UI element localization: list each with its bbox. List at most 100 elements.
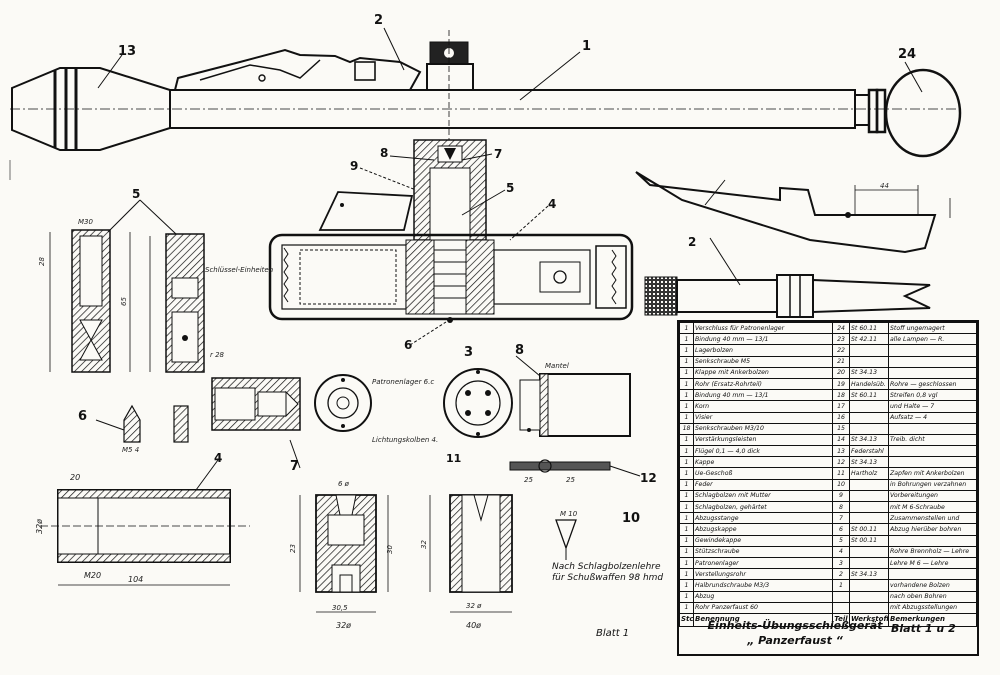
parts-cell-norm <box>849 512 889 525</box>
parts-cell-name: Verschluss für Patronenlager <box>693 321 833 335</box>
parts-cell-nr: 12 <box>832 456 850 469</box>
note-line-1: Nach Schlagbolzenlehre <box>552 562 661 572</box>
parts-cell-name: Schlagbolzen mit Mutter <box>693 489 833 503</box>
drawing-label: 7 <box>290 459 299 474</box>
parts-cell-norm: St 34.13 <box>849 456 889 469</box>
parts-cell-rem: Zapfen mit Ankerbolzen <box>888 467 977 480</box>
parts-cell-norm: Handelsüb. <box>849 377 889 391</box>
parts-cell-rem <box>888 445 977 458</box>
parts-cell-nr: 8 <box>832 500 850 514</box>
parts-cell-name: Visier <box>693 411 833 424</box>
parts-cell-norm <box>849 344 889 357</box>
parts-cell-name: Verstellungsrohr <box>693 568 833 581</box>
drawing-label: 4 <box>548 197 556 211</box>
parts-cell-name: Patronenlager <box>693 556 833 570</box>
parts-cell-norm <box>849 545 889 558</box>
parts-cell-nr: 3 <box>832 556 850 570</box>
parts-cell-nr <box>832 590 850 603</box>
callout-13: 13 <box>118 44 136 59</box>
parts-cell-nr: 14 <box>832 433 850 447</box>
parts-cell-name: Bindung 40 mm — 13/1 <box>693 389 833 402</box>
parts-cell-rem: Streifen 0,8 vgl <box>888 389 977 402</box>
parts-cell-norm: St 42.11 <box>849 333 889 346</box>
parts-header-no: Stck <box>679 612 694 627</box>
parts-cell-norm: St 34.13 <box>849 568 889 581</box>
parts-cell-no: 1 <box>679 411 694 424</box>
parts-cell-nr: 17 <box>832 400 850 413</box>
drawing-label: 3 <box>464 345 473 360</box>
parts-cell-norm: St 60.11 <box>849 389 889 402</box>
drawing-label: 12 <box>640 471 657 485</box>
drawing-label: 32ø <box>35 519 44 534</box>
parts-cell-nr: 22 <box>832 344 850 357</box>
parts-cell-norm <box>849 422 889 435</box>
drawing-label: 65 <box>120 297 128 306</box>
parts-cell-norm: St 60.11 <box>849 321 889 335</box>
drawing-label: 6 ø <box>338 480 350 488</box>
parts-cell-name: Bindung 40 mm — 13/1 <box>693 333 833 346</box>
drawing-label: 6 <box>404 338 412 352</box>
parts-cell-name: Rohr Panzerfaust 60 <box>693 601 833 614</box>
parts-cell-no: 1 <box>679 579 694 592</box>
parts-cell-nr: 20 <box>832 366 850 379</box>
parts-cell-no: 1 <box>679 545 694 558</box>
parts-cell-name: Korn <box>693 400 833 413</box>
drawing-label: 20 <box>70 473 80 482</box>
parts-cell-rem: Vorbereitungen <box>888 489 977 503</box>
drawing-label: M 10 <box>560 510 578 518</box>
parts-cell-rem: nach oben Bohren <box>888 590 977 603</box>
parts-cell-rem: mit Abzugsstellungen <box>888 601 977 614</box>
parts-cell-no: 1 <box>679 467 694 480</box>
parts-cell-nr: 13 <box>832 445 850 458</box>
part-6-detail: 6 M5 4 <box>78 404 189 454</box>
drawing-label: 9 <box>350 159 358 173</box>
drawing-label: 7 <box>494 147 502 161</box>
drawing-label: Patronenlager 6.c <box>372 378 434 386</box>
drawing-label: 32ø <box>336 621 351 630</box>
note-text: Nach Schlagbolzenlehre für Schußwaffen 9… <box>552 562 663 584</box>
parts-cell-rem <box>888 344 977 357</box>
parts-cell-no: 1 <box>679 400 694 413</box>
parts-cell-rem <box>888 568 977 581</box>
parts-cell-norm <box>849 355 889 368</box>
parts-cell-nr: 15 <box>832 422 850 435</box>
parts-cell-rem <box>888 355 977 368</box>
parts-cell-no: 1 <box>679 590 694 603</box>
parts-cell-name: Lagerbolzen <box>693 344 833 357</box>
parts-cell-norm <box>849 489 889 503</box>
parts-cell-rem <box>888 366 977 379</box>
parts-cell-rem: Rohre — geschlossen <box>888 377 977 391</box>
drawing-label: 25 <box>524 476 533 484</box>
parts-cell-rem: und Halte — 7 <box>888 400 977 413</box>
parts-cell-norm <box>849 579 889 592</box>
sheet-number: Blatt 1 u 2 <box>891 622 956 635</box>
parts-cell-nr: 24 <box>832 321 850 335</box>
drawing-label: 10 <box>622 511 640 526</box>
parts-cell-name: Abzugsstange <box>693 512 833 525</box>
parts-cell-norm <box>849 411 889 424</box>
drawing-label: M30 <box>78 218 93 226</box>
drawing-label: 25 <box>566 476 575 484</box>
drawing-label: 30,5 <box>332 604 348 612</box>
parts-cell-name: Abzugskappe <box>693 523 833 536</box>
drawing-label: M5 4 <box>122 446 139 454</box>
firing-mechanism-section <box>268 139 634 323</box>
parts-cell-norm <box>849 590 889 603</box>
parts-cell-norm: St 00.11 <box>849 534 889 547</box>
parts-cell-no: 1 <box>679 489 694 503</box>
parts-header-rem: Bemerkungen <box>888 612 977 627</box>
parts-cell-no: 1 <box>679 512 694 525</box>
parts-cell-nr: 2 <box>832 568 850 581</box>
